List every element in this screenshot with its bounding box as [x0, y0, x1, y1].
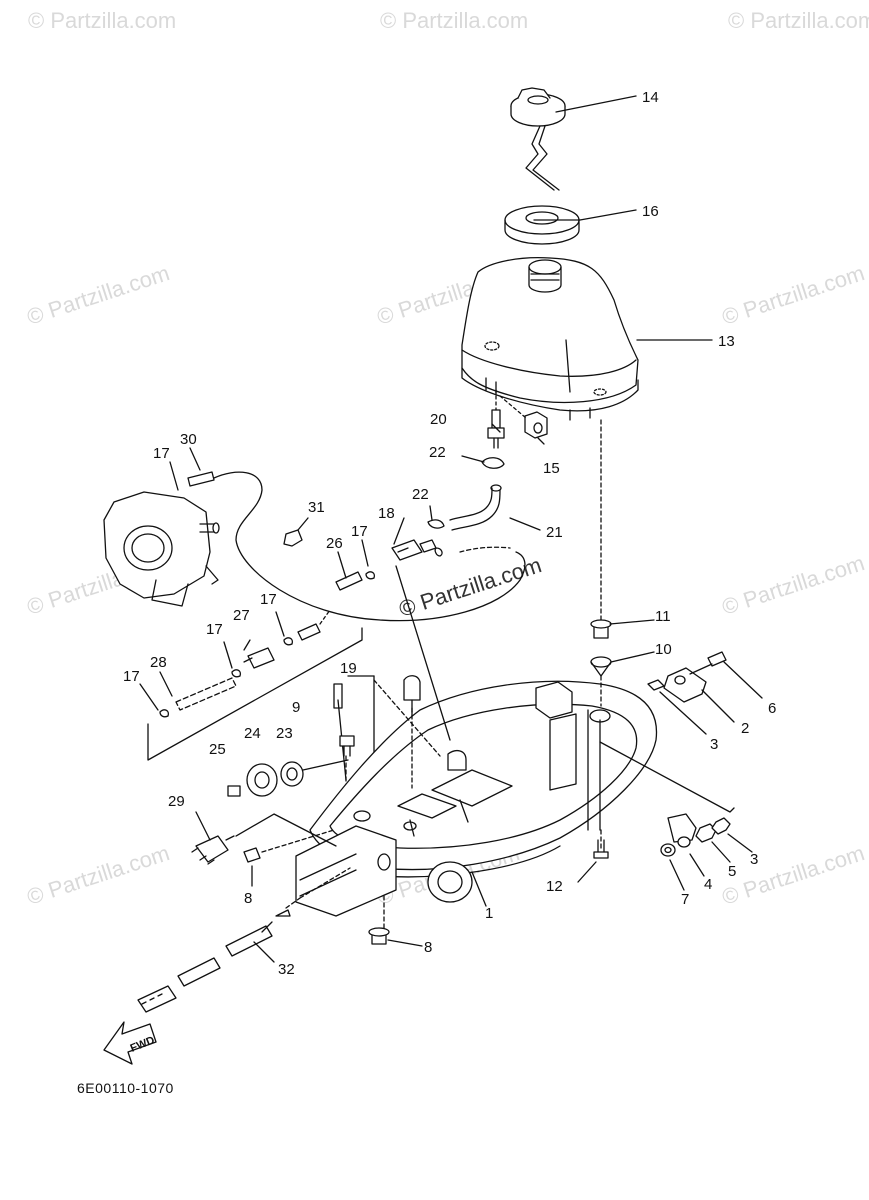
stop-switch — [191, 835, 235, 865]
callout: 10 — [655, 641, 672, 658]
watermark: © Partzilla.com — [28, 8, 176, 33]
callout: 17 — [123, 668, 140, 685]
collar — [590, 619, 612, 639]
callout: 5 — [728, 863, 736, 880]
fuel-line-loop — [213, 471, 526, 622]
callout: 17 — [351, 523, 368, 540]
callout: 28 — [150, 654, 167, 671]
callout: 16 — [642, 203, 659, 220]
callout: 2 — [741, 720, 749, 737]
watermark: © Partzilla.com — [728, 8, 869, 33]
primer-fitting — [243, 647, 275, 669]
hose-clip — [427, 519, 445, 529]
forward-arrow — [103, 1021, 157, 1065]
fuel-pump-carburetor — [103, 491, 220, 607]
grommet-large — [246, 763, 278, 797]
callout: 4 — [704, 876, 712, 893]
nut — [647, 679, 665, 691]
filler-gasket — [504, 205, 580, 245]
washer — [660, 843, 676, 857]
callout: 8 — [424, 939, 432, 956]
callout: 3 — [750, 851, 758, 868]
callout: 3 — [710, 736, 718, 753]
callout-labels: 1 2 3 3 4 5 6 7 8 8 9 10 11 12 13 14 15 … — [123, 89, 776, 978]
watermark: © Partzilla.com — [719, 550, 868, 620]
callout: 26 — [326, 535, 343, 552]
nut — [711, 817, 731, 835]
hose — [175, 677, 237, 711]
callout: 17 — [260, 591, 277, 608]
hose — [335, 571, 363, 591]
fuel-hose — [449, 487, 501, 531]
callout: 9 — [292, 699, 300, 716]
callout: 12 — [546, 878, 563, 895]
clip — [283, 529, 303, 547]
callout: 20 — [430, 411, 447, 428]
callout: 25 — [209, 741, 226, 758]
fuel-hose-assembly — [137, 867, 351, 1013]
callout: 30 — [180, 431, 197, 448]
watermark: © Partzilla.com — [719, 840, 868, 910]
damper — [590, 656, 612, 677]
tank-clamp — [499, 395, 548, 439]
drain-plug — [227, 785, 241, 797]
fuel-connector — [391, 539, 437, 561]
nut — [695, 823, 717, 843]
watermark: © Partzilla.com — [24, 260, 173, 330]
callout: 1 — [485, 905, 493, 922]
callout: 11 — [655, 608, 671, 625]
callout: 27 — [233, 607, 250, 624]
callout: 8 — [244, 890, 252, 907]
grommet-small — [243, 847, 261, 863]
callout: 13 — [718, 333, 735, 350]
callout: 19 — [340, 660, 357, 677]
watermark: © Partzilla.com — [380, 8, 528, 33]
diagram-code: 6E00110-1070 — [77, 1080, 174, 1096]
fuel-joint — [487, 389, 505, 449]
callout: 31 — [308, 499, 325, 516]
grommet-small — [368, 927, 390, 945]
callout: 22 — [412, 486, 429, 503]
callout: 15 — [543, 460, 560, 477]
fuel-filler-cap — [510, 87, 566, 191]
callout: 32 — [278, 961, 295, 978]
callout: 29 — [168, 793, 185, 810]
callout: 22 — [429, 444, 446, 461]
watermark-center: © Partzilla.com — [396, 552, 545, 622]
hose — [187, 471, 215, 487]
clip-bracket — [667, 813, 697, 843]
callout: 21 — [546, 524, 563, 541]
callout: 17 — [153, 445, 170, 462]
watermark: © Partzilla.com — [719, 260, 868, 330]
callout: 18 — [378, 505, 395, 522]
callout: 6 — [768, 700, 776, 717]
bracket — [663, 667, 707, 703]
fuel-tank — [461, 256, 639, 421]
hose-clip — [481, 457, 505, 469]
watermark: © Partzilla.com — [24, 840, 173, 910]
callout: 17 — [206, 621, 223, 638]
screw — [689, 651, 727, 675]
washer — [677, 836, 691, 848]
callout: 23 — [276, 725, 293, 742]
callout: 7 — [681, 891, 689, 908]
callout: 14 — [642, 89, 659, 106]
callout: 24 — [244, 725, 261, 742]
grommet — [280, 759, 349, 787]
screw — [593, 839, 609, 859]
